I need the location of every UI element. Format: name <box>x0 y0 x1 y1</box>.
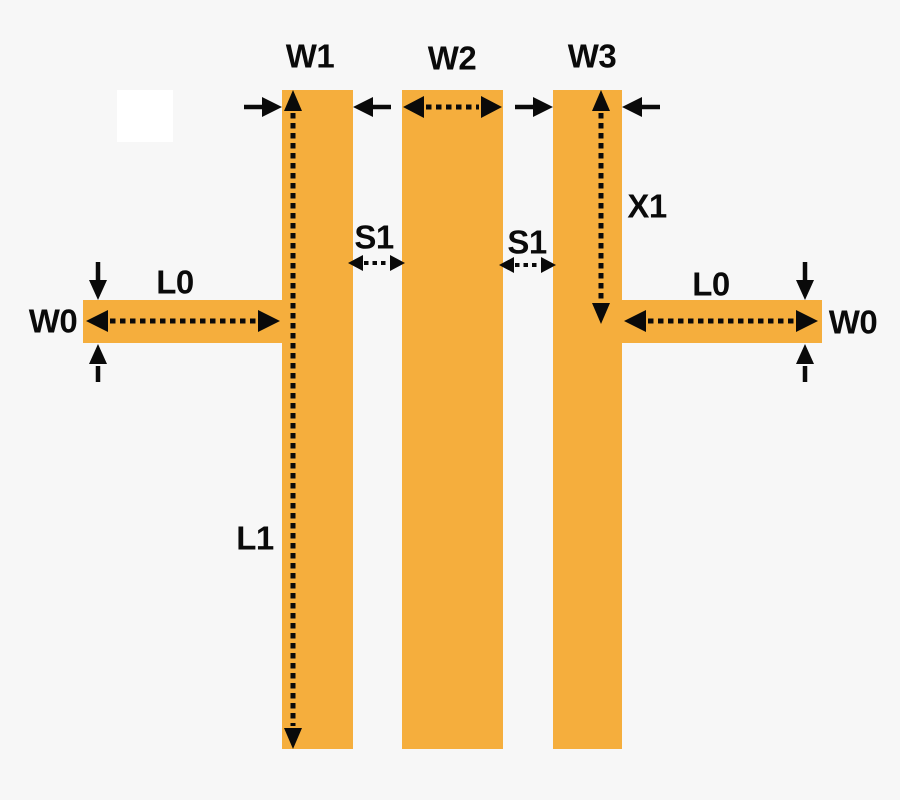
dimension-label-s1-left: S1 <box>354 218 394 256</box>
resonator-bar-left <box>282 90 353 749</box>
dimension-label-w2: W2 <box>427 39 477 77</box>
w3-width-pointer-left-icon <box>515 97 553 117</box>
l0-length-arrow-left-icon <box>86 310 280 332</box>
dimension-label-l0-left: L0 <box>156 263 194 301</box>
w2-width-arrow-icon <box>403 96 502 118</box>
dimension-label-w0-right: W0 <box>828 303 878 341</box>
s1-gap-arrow-left-icon <box>348 255 405 271</box>
dimension-label-w3: W3 <box>567 37 617 75</box>
s1-gap-arrow-right-icon <box>499 257 556 273</box>
dimension-label-s1-right: S1 <box>507 223 547 261</box>
w1-width-pointer-left-icon <box>244 97 282 117</box>
white-highlight-square <box>117 90 173 142</box>
dimension-label-w0-left: W0 <box>28 302 78 340</box>
x1-offset-arrow-icon <box>592 90 610 324</box>
resonator-bar-middle <box>402 90 503 749</box>
w1-width-pointer-right-icon <box>353 97 391 117</box>
dimension-label-x1: X1 <box>627 187 667 225</box>
w0-width-pointer-right-icon <box>796 262 814 382</box>
dimension-label-l1: L1 <box>236 519 274 557</box>
w3-width-pointer-right-icon <box>622 97 660 117</box>
l0-length-arrow-right-icon <box>624 310 818 332</box>
l1-length-arrow-icon <box>284 90 302 749</box>
dimension-label-l0-right: L0 <box>692 265 730 303</box>
dimension-label-w1: W1 <box>285 37 335 75</box>
resonator-bar-right <box>553 90 622 749</box>
w0-width-pointer-left-icon <box>89 262 107 382</box>
